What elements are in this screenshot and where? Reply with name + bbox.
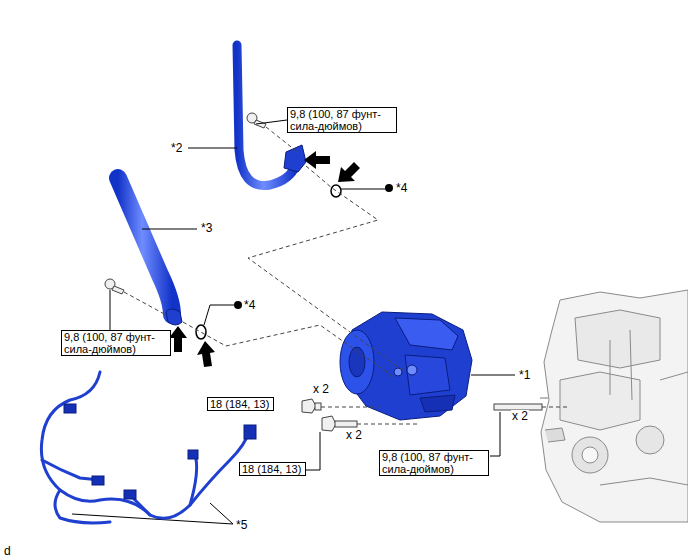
callout-number: d xyxy=(3,545,12,558)
illustration-ellipse xyxy=(340,330,374,394)
illustration-rect xyxy=(244,425,256,439)
illustration-circle xyxy=(582,447,598,463)
illustration-path xyxy=(41,372,250,518)
illustration-path xyxy=(169,326,187,352)
illustration-path xyxy=(284,145,306,172)
illustration-path xyxy=(190,455,197,505)
torque-spec-box: 18 (184, 13) xyxy=(207,397,274,411)
callout-number: *1 xyxy=(518,369,531,382)
illustration-path xyxy=(304,151,330,169)
illustration-path xyxy=(471,375,515,376)
illustration-path xyxy=(142,229,197,230)
torque-value: 9,8 (100, 87 фунт-сила-дюймов) xyxy=(64,331,155,355)
illustration-rect xyxy=(92,476,104,485)
illustration-path xyxy=(256,120,287,124)
illustration-circle xyxy=(385,184,393,192)
illustration-g xyxy=(196,185,341,339)
illustration-path xyxy=(124,292,168,316)
illustration-rect xyxy=(64,404,76,413)
illustration-path xyxy=(166,309,182,325)
illustration-path xyxy=(188,148,237,149)
callout-number: *2 xyxy=(170,142,183,155)
torque-value: 18 (184, 13) xyxy=(242,463,301,475)
illustration-path xyxy=(610,330,688,400)
illustration-path xyxy=(72,503,233,524)
illustration-path xyxy=(541,290,688,522)
illustration-path xyxy=(560,372,640,430)
illustration-path xyxy=(600,478,688,485)
illustration-path xyxy=(110,290,111,330)
illustration-circle xyxy=(407,365,417,375)
callout-number: *5 xyxy=(235,519,248,532)
illustration-g xyxy=(64,404,256,499)
callout-number: *4 xyxy=(243,299,256,312)
illustration-path xyxy=(395,318,458,350)
illustration-g xyxy=(105,113,542,431)
torque-spec-box: 9,8 (100, 87 фунт-сила-дюймов) xyxy=(379,450,489,476)
illustration-g xyxy=(72,120,515,524)
illustration-g xyxy=(41,372,250,523)
illustration-path xyxy=(254,120,266,128)
illustration-rect xyxy=(335,421,357,427)
torque-spec-box: 9,8 (100, 87 фунт-сила-дюймов) xyxy=(61,330,171,356)
illustration-path xyxy=(420,395,455,412)
illustration-g xyxy=(124,127,570,424)
quantity-label: x 2 xyxy=(345,429,363,442)
illustration-path xyxy=(405,355,450,395)
illustration-circle xyxy=(636,426,664,454)
illustration-ellipse xyxy=(196,325,206,339)
illustration-rect xyxy=(124,490,136,499)
engine-detail xyxy=(540,398,548,399)
illustration-path xyxy=(183,322,395,378)
illustration-rect xyxy=(315,403,321,410)
illustration-circle xyxy=(572,437,608,473)
illustration-path xyxy=(338,162,360,182)
illustration-g xyxy=(541,290,688,522)
illustration-g xyxy=(169,151,360,367)
illustration-path xyxy=(204,305,234,325)
illustration-path xyxy=(357,424,420,425)
illustration-path xyxy=(542,407,570,408)
quantity-label: x 2 xyxy=(312,383,330,396)
illustration-ellipse xyxy=(331,185,341,197)
illustration-circle xyxy=(234,301,242,309)
illustration-path xyxy=(545,428,565,442)
illustration-path xyxy=(575,310,660,368)
illustration-path xyxy=(197,341,215,367)
illustration-path xyxy=(112,286,124,294)
torque-spec-box: 18 (184, 13) xyxy=(239,462,306,476)
illustration-path xyxy=(118,178,172,315)
callout-number: *4 xyxy=(395,182,408,195)
illustration-path xyxy=(341,189,385,190)
illustration-path xyxy=(248,166,405,372)
illustration-path xyxy=(55,490,110,523)
illustration-path xyxy=(321,407,380,408)
illustration-rect xyxy=(188,450,198,459)
quantity-label: x 2 xyxy=(511,410,529,423)
illustration-g xyxy=(340,312,472,420)
illustration-path xyxy=(302,399,316,413)
callout-number: *3 xyxy=(200,222,213,235)
illustration-path xyxy=(322,416,336,431)
illustration-path xyxy=(42,460,100,480)
torque-value: 9,8 (100, 87 фунт-сила-дюймов) xyxy=(290,108,381,132)
torque-value: 9,8 (100, 87 фунт-сила-дюймов) xyxy=(382,451,473,475)
illustration-path xyxy=(490,412,500,456)
torque-value: 18 (184, 13) xyxy=(210,398,269,410)
torque-spec-box: 9,8 (100, 87 фунт-сила-дюймов) xyxy=(287,107,397,133)
